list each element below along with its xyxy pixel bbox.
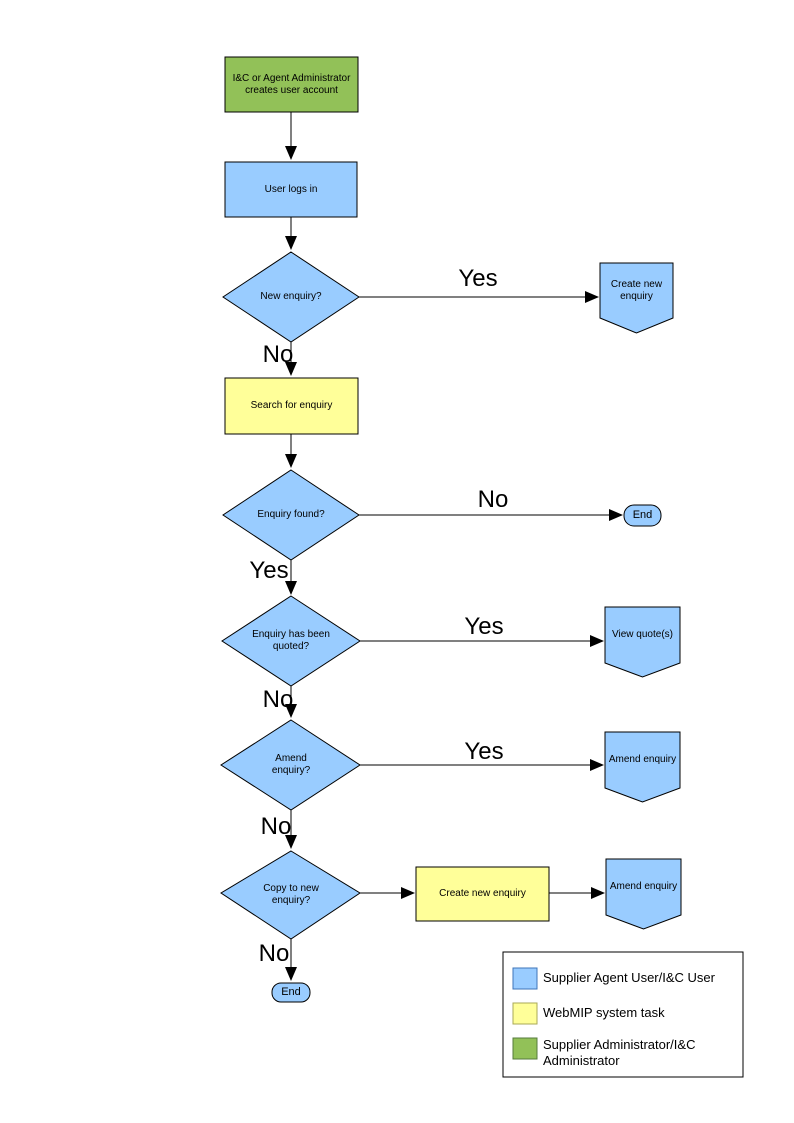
- legend-frame: [502, 951, 744, 1078]
- decision-diamond-copy-to-new: [220, 850, 361, 940]
- decision-diamond-new-enquiry: [222, 251, 360, 343]
- process-box-search-for-enquiry: [224, 377, 359, 435]
- decision-diamond-enquiry-found: [222, 469, 360, 561]
- connectors: [285, 112, 623, 981]
- offpage-amend-enquiry-2: [605, 858, 682, 930]
- process-box-user-logs-in: [224, 161, 358, 218]
- decision-diamond-enquiry-quoted: [221, 595, 361, 687]
- offpage-amend-enquiry-1: [604, 731, 681, 803]
- offpage-create-new-enquiry: [599, 262, 674, 334]
- shapes: [220, 56, 682, 1003]
- process-box-admin-creates-account: [224, 56, 359, 113]
- decision-diamond-amend-enquiry: [220, 719, 361, 811]
- legend-swatch-user: [512, 967, 538, 990]
- terminator-end-2: [271, 982, 311, 1003]
- legend-swatch-system: [512, 1002, 538, 1025]
- legend-box: [502, 951, 744, 1078]
- offpage-view-quotes: [604, 606, 681, 678]
- legend-swatch-admin: [512, 1037, 538, 1060]
- terminator-end-1: [623, 504, 662, 527]
- process-box-create-new-enquiry: [415, 866, 550, 922]
